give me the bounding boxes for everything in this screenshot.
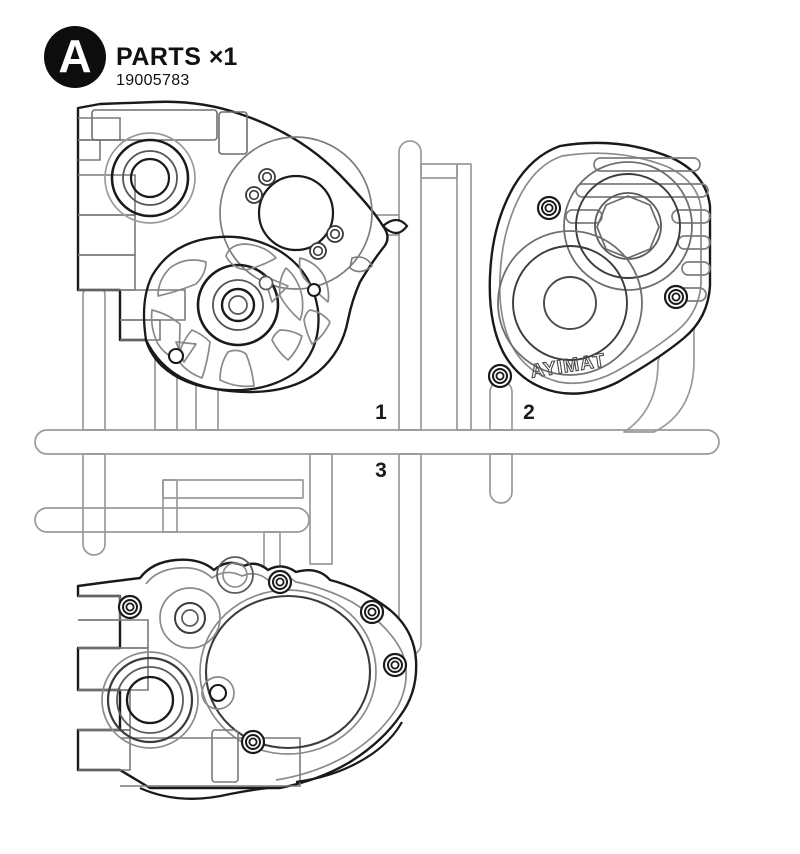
part-3-gearbox-housing-lower [76,556,418,800]
parts-group-badge: A [44,26,106,88]
parts-title-line: PARTS ×1 [116,44,237,70]
part-label-3: 3 [375,459,387,482]
part-number-labels: 1 2 3 [375,401,535,482]
parts-quantity: ×1 [208,43,238,71]
parts-header: A PARTS ×1 19005783 [44,26,237,91]
part-2-gearbox-cover-right: TAMIYA [487,141,712,395]
part-label-2: 2 [523,401,535,424]
parts-header-text: PARTS ×1 19005783 [116,26,237,91]
parts-label: PARTS [116,43,202,71]
part-label-1: 1 [375,401,387,424]
part-number: 19005783 [116,72,190,90]
part1-web-spokes [142,235,320,392]
part-1-gearbox-housing-left [76,100,409,394]
